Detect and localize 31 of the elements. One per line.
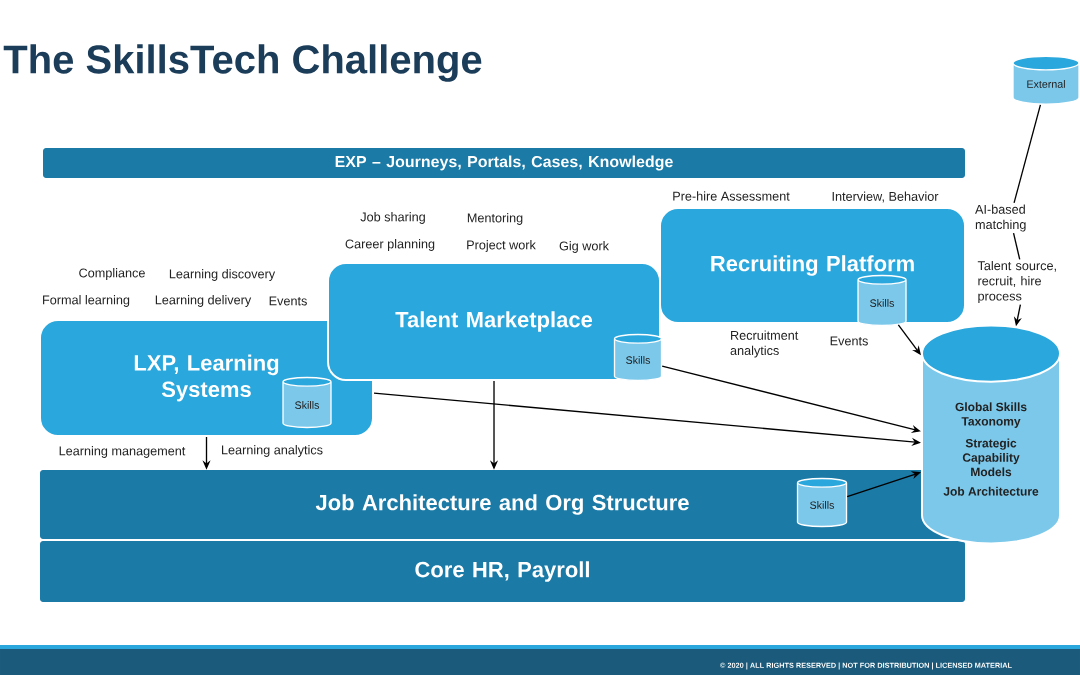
banner-bar: EXP – Journeys, Portals, Cases, Knowledge bbox=[43, 148, 965, 178]
node-label: Job Architecture and Org Structure bbox=[315, 494, 689, 515]
feature-label: Compliance bbox=[79, 268, 145, 280]
feature-label: Formal learning bbox=[43, 295, 130, 307]
feature-label: Recruitment analytics bbox=[730, 330, 799, 358]
feature-label: Events bbox=[269, 296, 307, 306]
database-cylinder: Global Skills Taxonomy Strategic Capability Models Job Architecture bbox=[921, 324, 1061, 545]
banner-bar: Core HR, Payroll bbox=[40, 541, 965, 602]
title: The SkillsTech Challenge bbox=[3, 44, 482, 82]
feature-label: Gig work bbox=[559, 241, 609, 253]
database-cylinder: Skills bbox=[857, 274, 907, 327]
feature-label: Learning analytics bbox=[222, 445, 323, 457]
database-cylinder: External bbox=[1012, 55, 1080, 105]
feature-label: Job sharing bbox=[360, 212, 425, 224]
arrow bbox=[846, 471, 921, 498]
node-label: Core HR, Payroll bbox=[415, 561, 589, 582]
database-cylinder: Skills bbox=[796, 477, 848, 528]
feature-label: Interview, Behavior bbox=[832, 191, 939, 203]
feature-label: Learning management bbox=[59, 446, 186, 458]
database-cylinder: Skills bbox=[613, 333, 663, 382]
feature-label: Career planning bbox=[345, 239, 435, 251]
feature-label: Project work bbox=[467, 240, 536, 252]
feature-label: Events bbox=[830, 336, 868, 346]
feature-label: Mentoring bbox=[467, 213, 523, 225]
feature-label: Learning discovery bbox=[169, 269, 276, 281]
annotation-text: AI-based matching bbox=[975, 204, 1026, 232]
feature-label: Pre-hire Assessment bbox=[673, 191, 790, 201]
feature-label: Learning delivery bbox=[155, 295, 252, 307]
annotation-text: Talent source, recruit, hire process bbox=[977, 260, 1056, 304]
arrow bbox=[661, 365, 921, 433]
database-cylinder: Skills bbox=[282, 376, 332, 429]
